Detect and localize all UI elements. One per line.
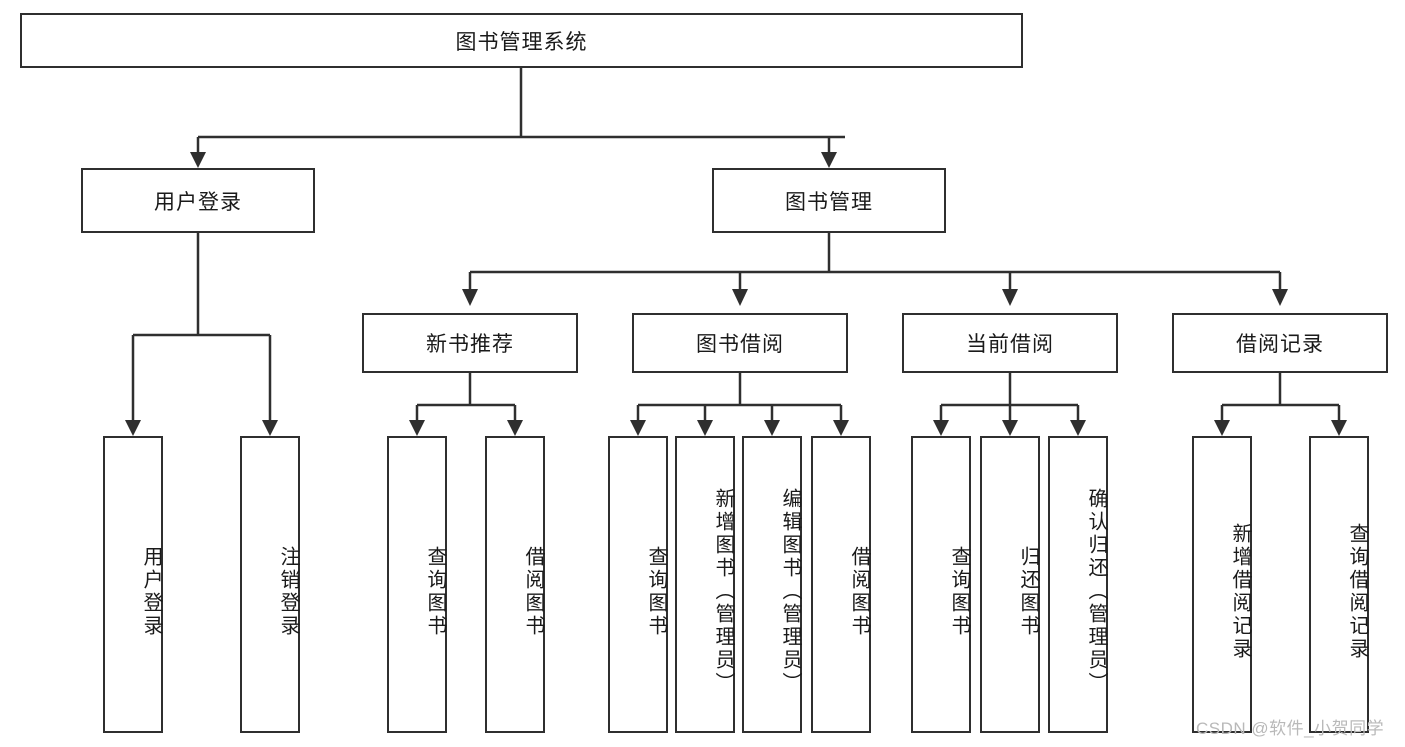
node-book-borrow[interactable]: 图书借阅 [632, 313, 848, 373]
leaf-node-user-login[interactable]: 用户登录 [103, 436, 163, 733]
node-label: 图书管理 [785, 190, 873, 214]
node-label: 新增图书（管理员） [712, 488, 734, 695]
leaf-node-user-logout[interactable]: 注销登录 [240, 436, 300, 733]
leaf-node-edit-book[interactable]: 编辑图书（管理员） [742, 436, 802, 733]
node-user-login[interactable]: 用户登录 [81, 168, 315, 233]
leaf-node-query-book-recommend[interactable]: 查询图书 [387, 436, 447, 733]
node-root-system[interactable]: 图书管理系统 [20, 13, 1023, 68]
node-borrow-record[interactable]: 借阅记录 [1172, 313, 1388, 373]
node-label: 新增借阅记录 [1229, 522, 1251, 661]
node-label: 用户登录 [154, 190, 242, 214]
node-label: 当前借阅 [966, 333, 1054, 356]
leaf-node-add-book[interactable]: 新增图书（管理员） [675, 436, 735, 733]
node-label: 图书借阅 [696, 333, 784, 356]
leaf-node-return-book[interactable]: 归还图书 [980, 436, 1040, 733]
csdn-watermark: CSDN @软件_小贺同学 [1196, 719, 1385, 738]
node-label: 查询图书 [948, 545, 970, 638]
node-current-borrow[interactable]: 当前借阅 [902, 313, 1118, 373]
node-new-book-recommend[interactable]: 新书推荐 [362, 313, 578, 373]
node-label: 借阅记录 [1236, 333, 1324, 356]
node-label: 归还图书 [1017, 545, 1039, 638]
node-label: 用户登录 [140, 545, 162, 638]
node-label: 编辑图书（管理员） [779, 488, 801, 695]
leaf-node-query-borrow-record[interactable]: 查询借阅记录 [1309, 436, 1369, 733]
node-book-manage[interactable]: 图书管理 [712, 168, 946, 233]
leaf-node-add-borrow-record[interactable]: 新增借阅记录 [1192, 436, 1252, 733]
node-label: 查询图书 [424, 545, 446, 638]
leaf-node-borrow-book[interactable]: 借阅图书 [811, 436, 871, 733]
node-label: 新书推荐 [426, 333, 514, 356]
node-label: 图书管理系统 [455, 30, 588, 54]
node-label: 借阅图书 [848, 545, 870, 638]
leaf-node-query-book-current[interactable]: 查询图书 [911, 436, 971, 733]
node-label: 注销登录 [277, 545, 299, 638]
node-label: 查询图书 [645, 545, 667, 638]
leaf-node-query-book-borrow[interactable]: 查询图书 [608, 436, 668, 733]
node-label: 借阅图书 [522, 545, 544, 638]
leaf-node-borrow-book-recommend[interactable]: 借阅图书 [485, 436, 545, 733]
node-label: 查询借阅记录 [1346, 522, 1368, 661]
leaf-node-confirm-return[interactable]: 确认归还（管理员） [1048, 436, 1108, 733]
node-label: 确认归还（管理员） [1085, 488, 1107, 695]
